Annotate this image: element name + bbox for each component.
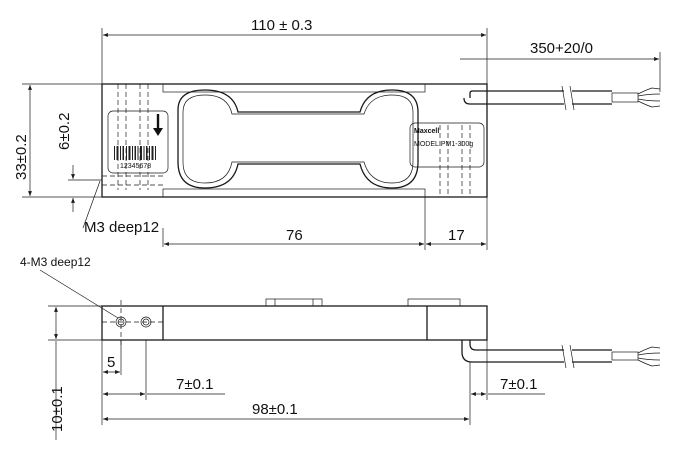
binocular-cutout [177,89,419,189]
top-bump [265,298,323,307]
top-hatch-strip [162,83,426,93]
top-view: 12345678 Maxcell MODEL:PM1-300g [101,83,661,198]
bottom-thread-leader [39,269,119,319]
cable-wires-side [637,346,661,367]
serial-number: 12345678 [120,163,151,170]
cable-sleeve [611,92,639,103]
bottom-hatch-strip [162,188,426,198]
cable-boss [407,298,461,307]
thickness-dimension: 10±0.1 [49,386,66,432]
cable-sleeve-side [611,351,639,361]
barcode-label-plate [107,110,169,174]
hole-pitch-dimension: 5 [107,354,115,371]
span-dimension: 98±0.1 [252,401,298,418]
binocular-inner [182,94,414,184]
cable-top-lower [463,97,564,105]
cable-dimension: 350+20/0 [530,40,593,57]
cable-break [561,85,567,111]
cable-wires [637,87,661,108]
side-thread-label: M3 deep12 [84,219,159,236]
end-dimension: 17 [448,227,465,244]
model-label: MODEL:PM1-300g [414,141,473,148]
gauge-dimension: 76 [286,227,303,244]
right-pad-dimension: 7±0.1 [500,376,537,393]
load-cell-body-side [101,305,488,341]
barcode [114,146,156,160]
cable-side [469,340,564,351]
side-hatched-gauge-area [162,305,428,341]
length-dimension: 110 ± 0.3 [251,17,312,34]
hole-offset-dimension: 6±0.2 [56,113,73,150]
side-thread-leader [82,180,101,229]
bottom-thread-label: 4-M3 deep12 [20,255,91,269]
top-view-dimensions: 110 ± 0.3 350+20/0 33±0.2 6±0.2 M3 deep1… [13,17,661,250]
model-label-plate [409,122,485,168]
cable-top [469,90,564,98]
brand-label: Maxcell [414,128,439,135]
side-view [101,298,661,369]
left-pad-dimension: 7±0.1 [176,376,213,393]
cable-break [569,85,575,111]
height-dimension: 33±0.2 [13,134,30,180]
cable-side-lower [461,340,564,363]
side-view-dimensions: 4-M3 deep12 5 7±0.1 7±0.1 98±0.1 10±0.1 [20,255,545,440]
load-direction-arrow-icon [153,114,163,136]
